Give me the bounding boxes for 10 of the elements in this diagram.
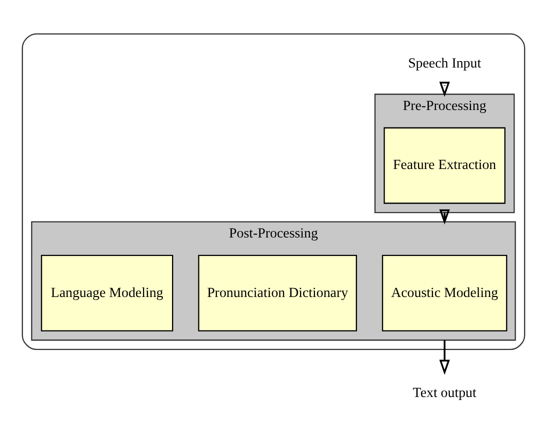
cluster xyxy=(22,33,526,350)
node-text: Text output xyxy=(412,386,476,402)
node-box: Acoustic Modeling xyxy=(382,254,508,332)
node-box: Pronunciation Dictionary xyxy=(198,254,357,332)
arrow xyxy=(439,340,450,375)
node-text: Speech Input xyxy=(408,56,482,72)
node-box: Feature Extraction xyxy=(384,127,506,204)
arrow xyxy=(439,82,450,97)
arrow xyxy=(439,209,450,224)
node-box: Language Modeling xyxy=(40,254,174,332)
